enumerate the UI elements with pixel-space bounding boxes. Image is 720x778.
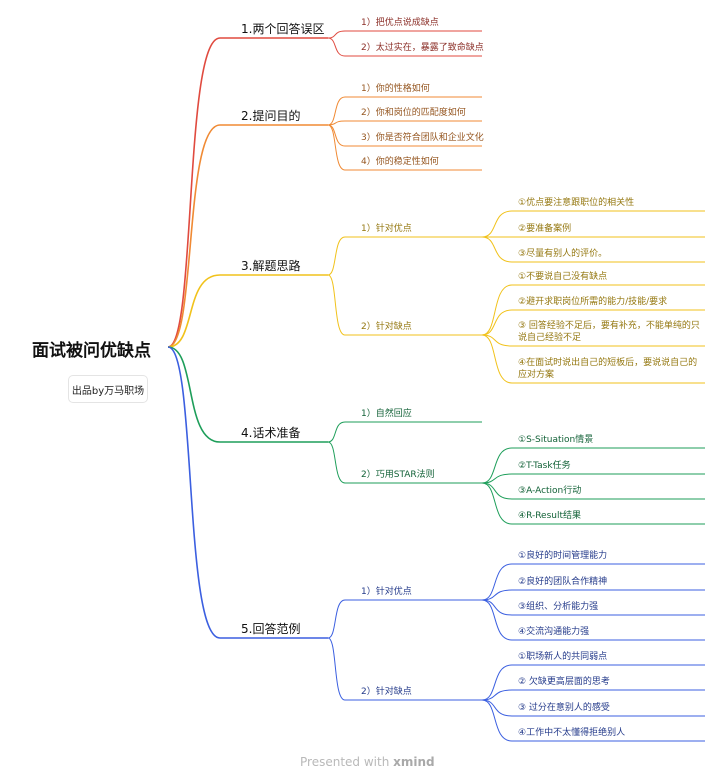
leaf-connector: [481, 589, 513, 601]
leaf-topic[interactable]: ③ 回答经验不足后，要有补充，不能单纯的只说自己经验不足: [518, 321, 700, 343]
subtopic-connector: [327, 124, 346, 147]
leaf-topic[interactable]: ①良好的时间管理能力: [518, 551, 608, 561]
leaf-topic[interactable]: ④工作中不太懂得拒绝别人: [518, 728, 626, 738]
leaf-topic[interactable]: ④交流沟通能力强: [518, 627, 590, 637]
leaf-topic[interactable]: ③A-Action行动: [518, 486, 582, 496]
leaf-connector: [481, 236, 513, 263]
branch-topic[interactable]: 5.回答范例: [241, 622, 301, 636]
subtopic-connector: [327, 421, 346, 443]
leaf-connector: [481, 599, 513, 641]
leaf-topic[interactable]: ①优点要注意跟职位的相关性: [518, 198, 635, 208]
branch-connector: [167, 346, 221, 639]
leaf-topic[interactable]: ② 欠缺更高层面的思考: [518, 677, 610, 687]
leaf-connector: [481, 482, 513, 525]
leaf-connector: [481, 599, 513, 616]
leaf-connector: [481, 664, 513, 701]
leaf-topic[interactable]: ②良好的团队合作精神: [518, 577, 608, 587]
subtopic-connector: [327, 637, 346, 701]
leaf-connector: [481, 334, 513, 384]
leaf-topic[interactable]: ④R-Result结果: [518, 511, 582, 521]
footer-brand: xmind: [393, 755, 435, 769]
subtopic-label[interactable]: 2）太过实在，暴露了致命缺点: [361, 43, 484, 53]
subtopic-label[interactable]: 4）你的稳定性如何: [361, 157, 439, 167]
credit-badge: 出品by万马职场: [68, 375, 148, 403]
subtopic-connector: [327, 30, 346, 39]
subtopic-label[interactable]: 3）你是否符合团队和企业文化: [361, 133, 484, 143]
subtopic-connector: [327, 599, 346, 639]
subtopic-connector: [327, 124, 346, 171]
leaf-topic[interactable]: ①不要说自己没有缺点: [518, 272, 608, 282]
leaf-topic[interactable]: ②避开求职岗位所需的能力/技能/要求: [518, 297, 668, 307]
leaf-connector: [481, 210, 513, 238]
subtopic-label[interactable]: 1）你的性格如何: [361, 84, 430, 94]
leaf-topic[interactable]: ③ 过分在意别人的感受: [518, 703, 610, 713]
subtopic-label[interactable]: 1）针对优点: [361, 587, 412, 597]
leaf-connector: [481, 309, 513, 336]
leaf-connector: [481, 699, 513, 742]
leaf-connector: [481, 447, 513, 484]
leaf-topic[interactable]: ②要准备案例: [518, 224, 572, 234]
footer-credit: Presented with xmind: [300, 755, 435, 769]
leaf-topic[interactable]: ③尽量有别人的评价。: [518, 249, 608, 259]
branch-connector: [167, 124, 221, 348]
branch-topic[interactable]: 4.话术准备: [241, 426, 301, 440]
subtopic-label[interactable]: 1）自然回应: [361, 409, 412, 419]
leaf-connector: [481, 284, 513, 336]
branch-topic[interactable]: 3.解题思路: [241, 259, 301, 273]
branch-connector: [167, 37, 221, 348]
subtopic-label[interactable]: 2）针对缺点: [361, 322, 412, 332]
leaf-connector: [481, 699, 513, 717]
leaf-topic[interactable]: ①职场新人的共同弱点: [518, 652, 608, 662]
leaf-connector: [481, 689, 513, 701]
leaf-connector: [481, 563, 513, 601]
subtopic-label[interactable]: 1）把优点说成缺点: [361, 18, 439, 28]
subtopic-label[interactable]: 2）针对缺点: [361, 687, 412, 697]
subtopic-connector: [327, 441, 346, 484]
subtopic-connector: [327, 120, 346, 126]
leaf-connector: [481, 473, 513, 484]
leaf-topic[interactable]: ④在面试时说出自己的短板后，要说说自己的应对方案: [518, 358, 698, 380]
root-topic[interactable]: 面试被问优缺点: [32, 341, 151, 361]
subtopic-connector: [327, 96, 346, 126]
leaf-topic[interactable]: ①S-Situation情景: [518, 435, 594, 445]
subtopic-connector: [327, 236, 346, 276]
subtopic-label[interactable]: 2）巧用STAR法则: [361, 470, 435, 480]
leaf-connector: [481, 482, 513, 500]
branch-connector: [167, 346, 221, 443]
subtopic-label[interactable]: 1）针对优点: [361, 224, 412, 234]
footer-prefix: Presented with: [300, 755, 390, 769]
subtopic-connector: [327, 37, 346, 57]
branch-topic[interactable]: 2.提问目的: [241, 109, 301, 123]
leaf-topic[interactable]: ③组织、分析能力强: [518, 602, 599, 612]
subtopic-label[interactable]: 2）你和岗位的匹配度如何: [361, 108, 466, 118]
subtopic-connector: [327, 274, 346, 336]
branch-topic[interactable]: 1.两个回答误区: [241, 22, 325, 36]
branch-connector: [167, 274, 221, 348]
leaf-topic[interactable]: ②T-Task任务: [518, 461, 571, 471]
